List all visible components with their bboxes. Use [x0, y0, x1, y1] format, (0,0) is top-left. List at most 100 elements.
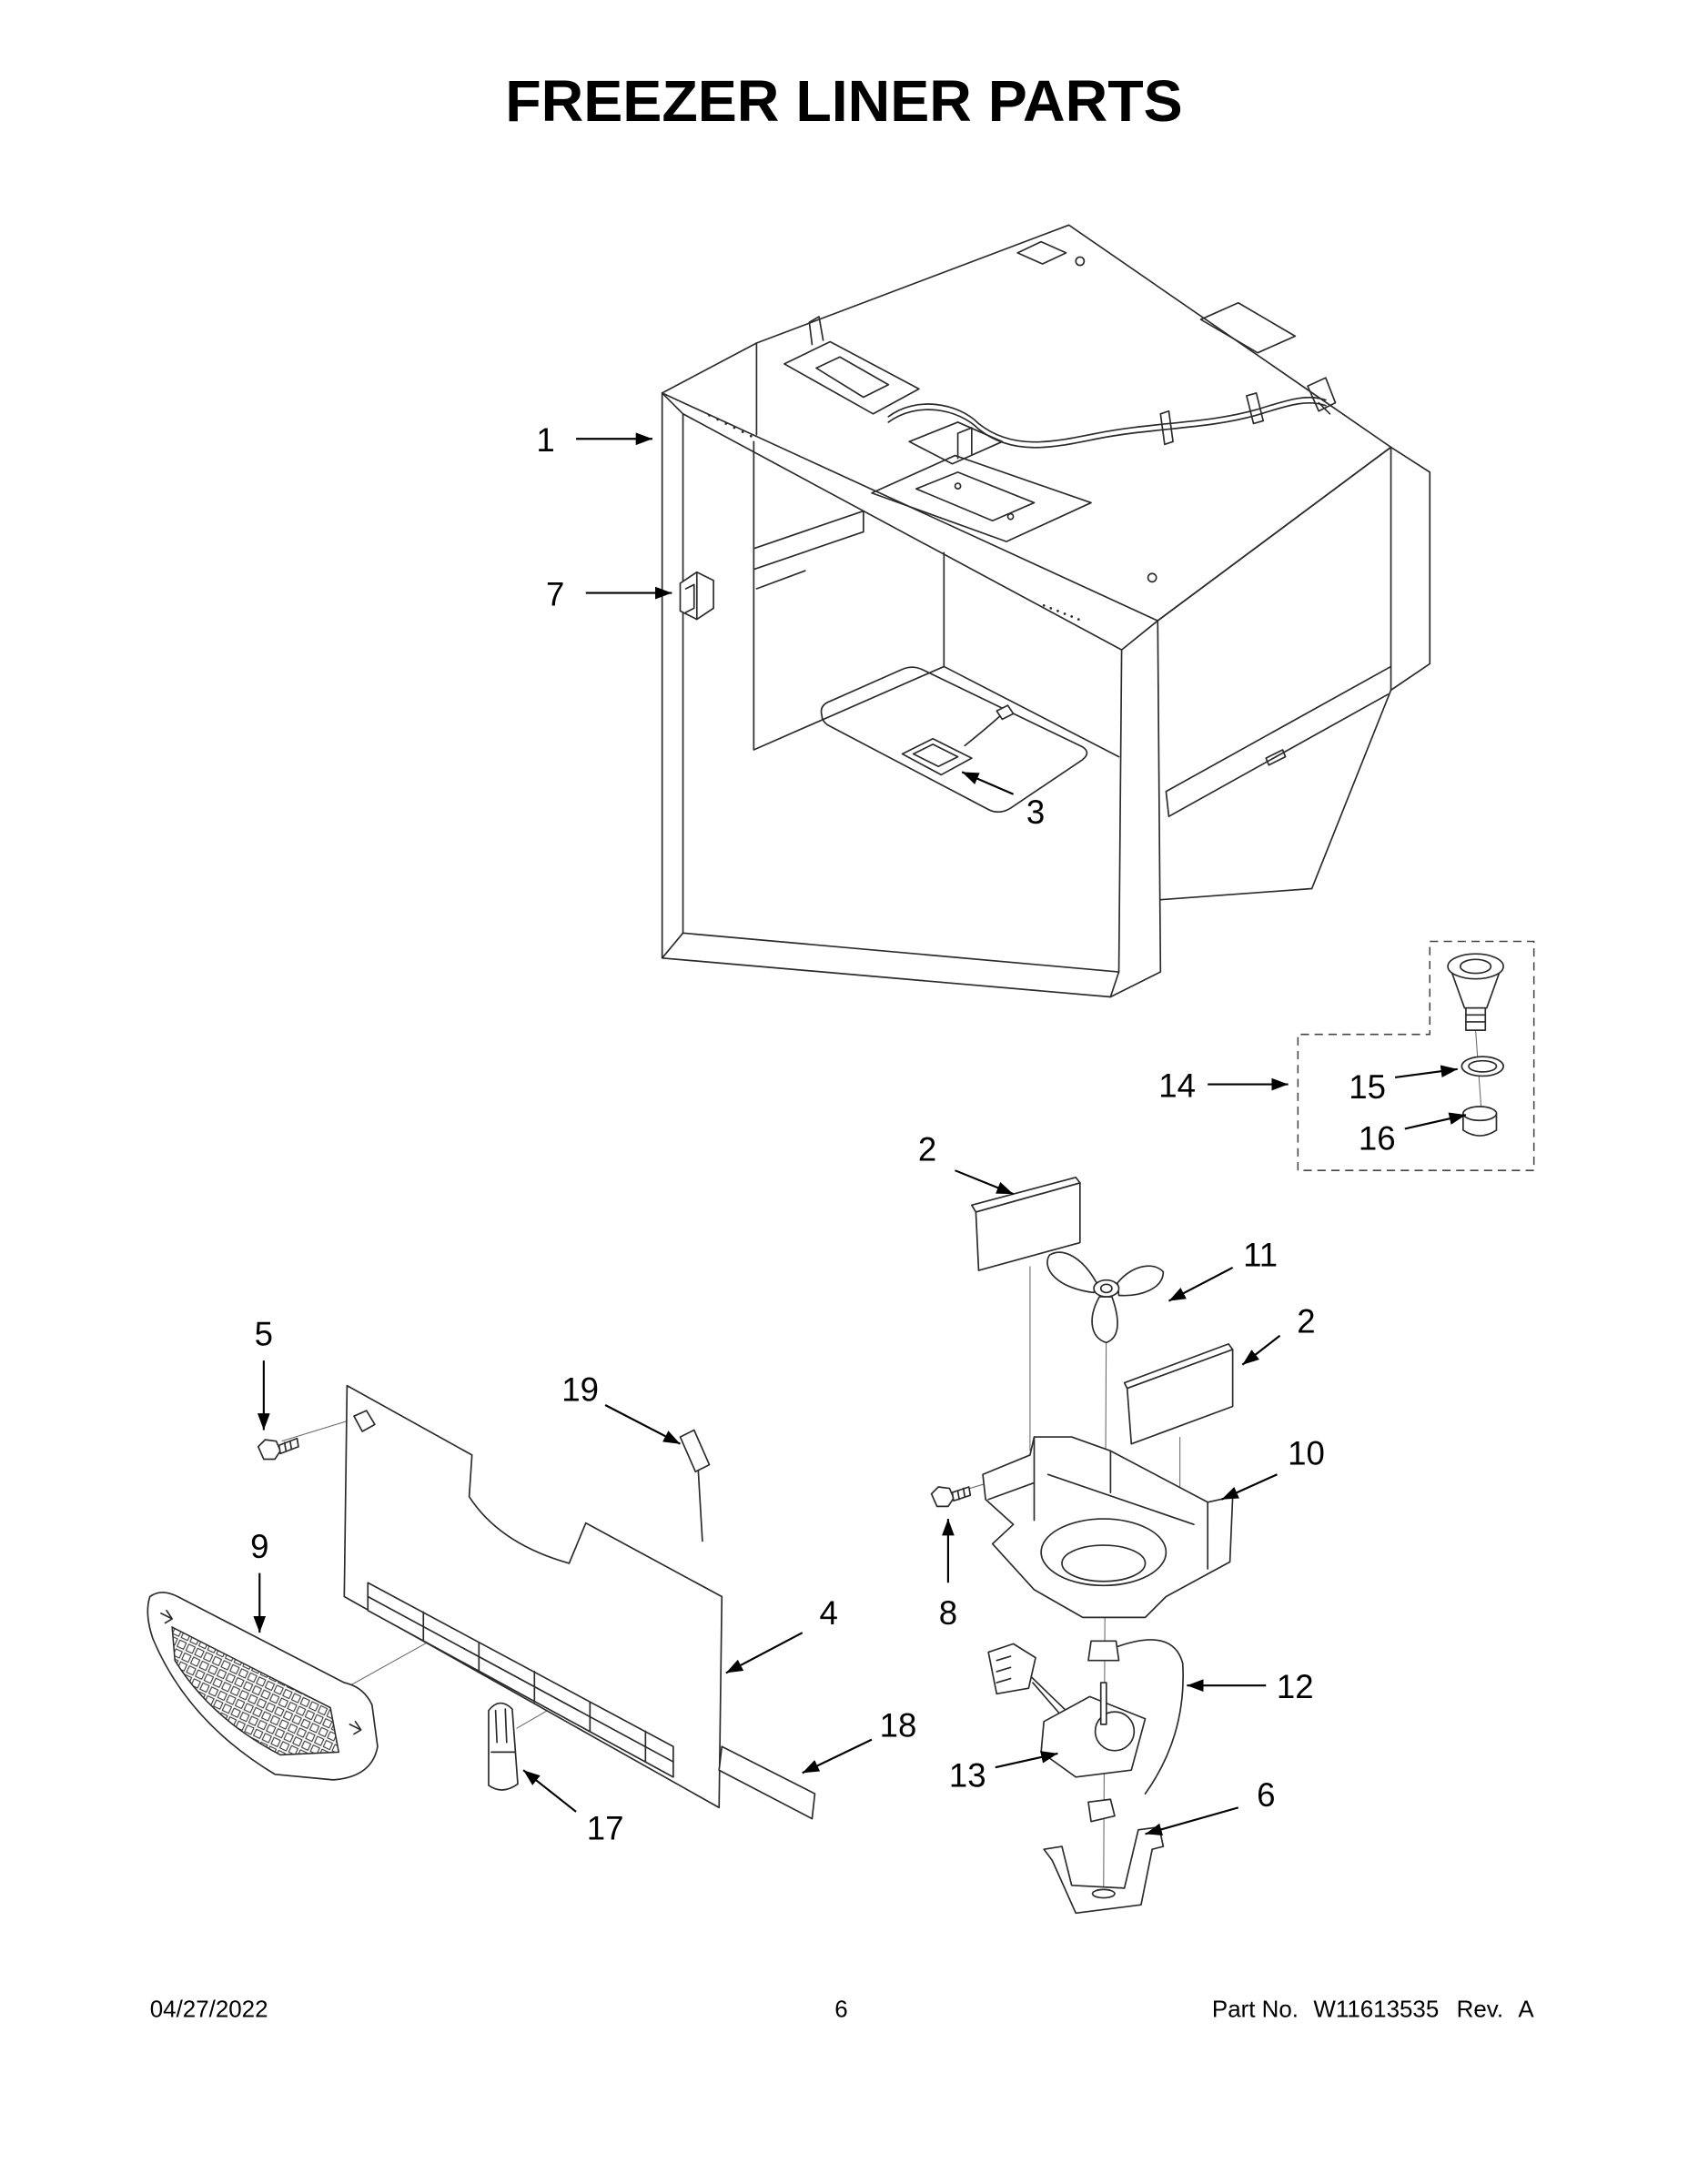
callout-5: 5: [255, 1315, 273, 1431]
callout-11: 11: [1167, 1236, 1278, 1302]
liner-side-rail: [1390, 446, 1431, 692]
part-1-freezer-liner: [661, 224, 1431, 998]
liner-shelf-rail: [753, 510, 864, 590]
callout-8: 8: [939, 1519, 957, 1632]
motor-connector: [987, 1643, 1036, 1695]
part-3-floor-sensor: [901, 704, 1015, 776]
bracket-hole: [1091, 1888, 1116, 1899]
callout-arrow: [1404, 1112, 1467, 1130]
grille-mesh: [171, 1625, 340, 1756]
callout-number: 4: [820, 1594, 838, 1632]
part-no-value: W11613535: [1313, 1997, 1439, 2023]
callout-number: 15: [1349, 1068, 1386, 1106]
liner-wire-connector: [1307, 377, 1337, 415]
fan-hub-center: [1099, 1283, 1113, 1294]
callout-arrow: [522, 1769, 577, 1813]
page-title: FREEZER LINER PARTS: [505, 68, 1182, 134]
callout-13: 13: [949, 1751, 1058, 1795]
callout-14: 14: [1158, 1067, 1289, 1104]
liner-drawer-rail: [1165, 665, 1392, 818]
callout-number: 14: [1158, 1067, 1196, 1104]
callout-number: 12: [1277, 1668, 1314, 1705]
callout-1: 1: [536, 421, 652, 459]
callout-10: 10: [1220, 1435, 1325, 1501]
liner-notch: [1265, 749, 1287, 766]
callout-number: 19: [561, 1370, 599, 1408]
callout-number: 7: [546, 575, 564, 612]
footer-page-number: 6: [834, 1997, 847, 2023]
bracket-grommet: [1087, 1798, 1116, 1823]
part-14-drain-assembly: [1297, 940, 1535, 1171]
part-8-screw: [930, 1486, 972, 1508]
callout-number: 2: [1297, 1303, 1315, 1340]
part-12-wire-harness: [1026, 1639, 1184, 1795]
callout-number: 11: [1243, 1236, 1278, 1273]
part-7-switch: [679, 571, 714, 621]
callout-12: 12: [1187, 1668, 1314, 1705]
part-16-cap: [1462, 1106, 1498, 1137]
callout-number: 5: [255, 1315, 273, 1352]
panel-notch: [353, 1410, 376, 1432]
callout-number: 2: [918, 1131, 936, 1168]
fan-blade: [1046, 1251, 1097, 1294]
bracket-body: [1043, 1825, 1165, 1915]
harness-grommet: [1087, 1640, 1120, 1662]
callout-17: 17: [522, 1769, 624, 1846]
liner-bracket-block: [908, 421, 1004, 465]
callout-number: 17: [587, 1809, 624, 1846]
part-13-fan-motor: [987, 1643, 1147, 1778]
callout-arrow: [802, 1738, 873, 1774]
sensor-wire: [964, 715, 1001, 747]
callout-18: 18: [802, 1707, 916, 1774]
part-10-fan-shroud: [982, 1436, 1234, 1619]
part-9-grille: [147, 1592, 379, 1781]
liner-hole: [1075, 256, 1086, 267]
callout-3: 3: [961, 771, 1045, 831]
callout-arrow: [1241, 1334, 1281, 1366]
callout-arrow: [725, 1632, 804, 1674]
callout-19: 19: [561, 1370, 681, 1445]
rev-value: A: [1518, 1997, 1534, 2023]
callout-arrow: [1167, 1267, 1234, 1302]
sensor-body: [901, 737, 973, 776]
callouts: 1 7 3 14 15 16 2 11: [250, 421, 1467, 1846]
probe-body: [679, 1429, 711, 1473]
liner-hole: [1006, 512, 1015, 521]
liner-right-face: [1157, 446, 1392, 901]
callout-number: 13: [949, 1757, 986, 1795]
callout-arrow: [995, 1751, 1058, 1769]
footer-date: 04/27/2022: [150, 1997, 268, 2023]
callout-16: 16: [1359, 1112, 1467, 1157]
motor-shaft: [1099, 1682, 1107, 1725]
liner-wire-harness: [887, 396, 1327, 449]
part-18-gasket-strip: [718, 1745, 816, 1820]
liner-inner-wall: [753, 440, 1120, 758]
harness-wire: [1117, 1639, 1184, 1795]
part-2-foam-block: [971, 1176, 1081, 1271]
callout-2-lower: 2: [1241, 1303, 1316, 1366]
liner-floor-recess: [820, 666, 1088, 814]
liner-hole: [954, 482, 962, 490]
callout-arrow: [1220, 1473, 1278, 1501]
liner-top-face: [661, 224, 1392, 622]
part-5-screw: [257, 1437, 299, 1461]
switch-face: [684, 571, 698, 621]
liner-front-frame-inner: [682, 412, 1123, 973]
callout-6: 6: [1145, 1776, 1275, 1835]
grille-arrow-mark: [349, 1720, 362, 1735]
liner-label-plate: [1199, 301, 1297, 354]
part-19-sensor-probe: [679, 1429, 711, 1542]
sensor-detail: [912, 743, 959, 768]
liner-frame-corners: [661, 392, 1159, 998]
callout-2-upper: 2: [918, 1131, 1015, 1196]
callout-number: 3: [1026, 794, 1045, 831]
callout-arrow: [1394, 1065, 1458, 1079]
liner-hole: [1147, 572, 1157, 583]
callout-number: 9: [250, 1528, 268, 1565]
sensor-connector: [996, 704, 1015, 721]
part-11-fan-blade: [1046, 1251, 1165, 1344]
callout-number: 16: [1359, 1119, 1396, 1157]
callout-arrow: [955, 1169, 1015, 1196]
panel-slot-dividers: [367, 1595, 674, 1763]
panel-body: [343, 1384, 723, 1809]
